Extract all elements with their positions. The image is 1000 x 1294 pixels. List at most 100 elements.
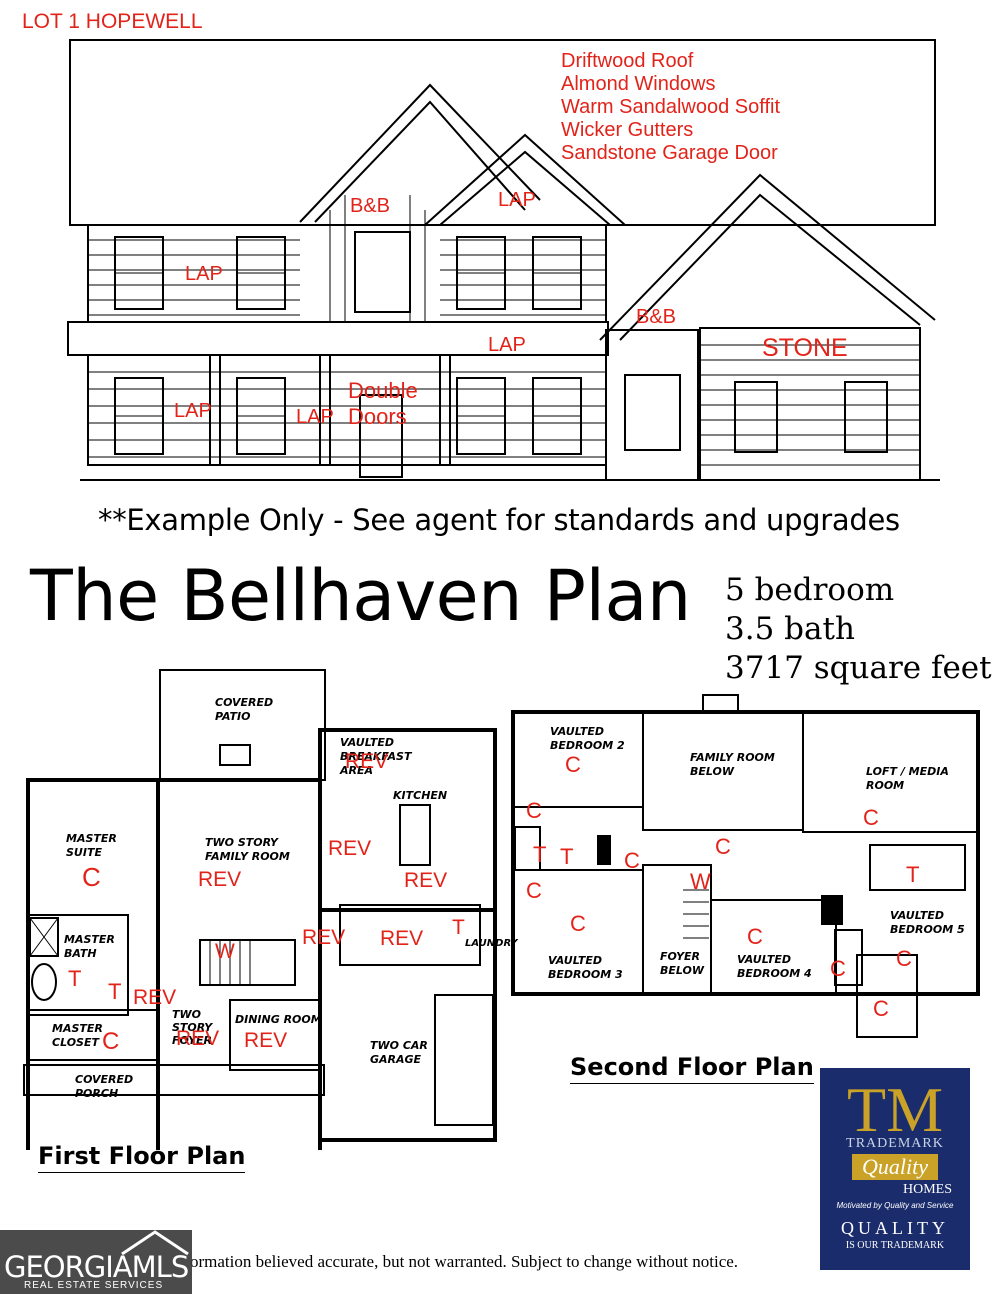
mark-master-bath-t2: T [108, 979, 122, 1004]
room-family-1: TWO STORY [205, 836, 279, 849]
room-master-closet-1: MASTER [52, 1022, 103, 1035]
room-breakfast-3: AREA [340, 764, 374, 777]
logo-is-our-trademark: IS OUR TRADEMARK [845, 1240, 945, 1251]
room-foyer-below-1: FOYER [660, 950, 701, 963]
room-garage-1: TWO CAR [370, 1039, 428, 1052]
mark-stair-w-2: W [690, 869, 711, 894]
room-foyer-below-2: BELOW [660, 964, 704, 977]
material-double-doors-line1: Double [348, 378, 418, 403]
room-family-below-1: FAMILY ROOM [690, 751, 775, 764]
room-breakfast-2: BREAKFAST [340, 750, 412, 763]
spec-windows: Almond Windows [561, 73, 716, 95]
mark-bath-b-t: T [560, 844, 574, 869]
spec-garage-door: Sandstone Garage Door [561, 142, 778, 164]
room-bedroom2-2: BEDROOM 2 [550, 739, 625, 752]
mark-pantry-rev: REV [302, 926, 346, 949]
mark-bed5-c: C [896, 946, 912, 971]
room-family-below-2: BELOW [690, 765, 734, 778]
logo-brand-trademark: TRADEMARK [846, 1136, 944, 1151]
mark-bed4-c2: C [830, 956, 846, 981]
mark-dining-rev: REV [244, 1029, 288, 1052]
room-garage-2: GARAGE [370, 1053, 422, 1066]
material-bb-2: B&B [636, 306, 677, 328]
mark-laundry-t: T [452, 916, 465, 939]
room-kitchen: KITCHEN [393, 789, 448, 802]
mark-breakfast-rev: REV [345, 750, 389, 773]
watermark-main: GEORGIAMLS [4, 1250, 189, 1284]
room-loft-2: ROOM [866, 779, 905, 792]
logo-brand-quality: Quality [852, 1154, 938, 1180]
logo-quality: QUALITY [841, 1218, 949, 1238]
room-bedroom4-1: VAULTED [737, 953, 792, 966]
room-bedroom3-2: BEDROOM 3 [548, 968, 623, 981]
mark-hall-c2: C [715, 834, 731, 859]
front-elevation-drawing [67, 39, 940, 481]
mark-stair-w: W [215, 940, 235, 963]
room-family-2: FAMILY ROOM [205, 850, 290, 863]
spec-roof: Driftwood Roof [561, 50, 694, 72]
mark-bed2-c: C [565, 752, 581, 777]
mark-bath5-t: T [906, 862, 920, 887]
room-bedroom5-2: BEDROOM 5 [890, 923, 965, 936]
mark-kitchen-rev: REV [404, 869, 448, 892]
disclaimer: **Example Only - See agent for standards… [98, 503, 900, 537]
trademark-homes-logo: TM TRADEMARK Quality HOMES Motivated by … [820, 1068, 970, 1270]
material-lap-upper: LAP [185, 263, 223, 285]
mark-kitchen-left-rev: REV [328, 837, 372, 860]
mark-bed4-c: C [747, 924, 763, 949]
mark-master-c: C [82, 862, 101, 892]
room-bedroom3-1: VAULTED [548, 954, 603, 967]
room-loft-1: LOFT / MEDIA [866, 765, 949, 778]
room-foyer-1: TWO [172, 1008, 201, 1021]
watermark-sub: REAL ESTATE SERVICES [24, 1280, 164, 1291]
mark-foyer-rev: REV [176, 1027, 220, 1050]
footer-disclaimer: ormation believed accurate, but not warr… [190, 1252, 739, 1271]
mark-closet5-c: C [873, 996, 889, 1021]
spec-gutters: Wicker Gutters [561, 119, 694, 141]
room-foyer-3: FOYER [172, 1034, 213, 1047]
mark-loft-c: C [863, 805, 879, 830]
mark-hall-rev: REV [133, 986, 177, 1009]
room-master-suite-1: MASTER [66, 832, 117, 845]
material-lap-porch: LAP [296, 406, 334, 428]
room-laundry: LAUNDRY [465, 938, 518, 949]
room-foyer-2: STORY [172, 1021, 213, 1034]
room-breakfast-1: VAULTED [340, 736, 395, 749]
material-lap-mid: LAP [488, 334, 526, 356]
stat-baths: 3.5 bath [725, 611, 855, 647]
logo-monogram: TM [847, 1074, 943, 1145]
room-bedroom5-1: VAULTED [890, 909, 945, 922]
material-lap-lower: LAP [174, 400, 212, 422]
spec-soffit: Warm Sandalwood Soffit [561, 96, 780, 118]
room-dining: DINING ROOM [235, 1013, 322, 1026]
material-double-doors-line2: Doors [348, 404, 407, 429]
room-bedroom4-2: BEDROOM 4 [737, 967, 812, 980]
room-covered-porch-1: COVERED [75, 1073, 134, 1086]
mark-closet-c: C [102, 1028, 120, 1055]
material-stone: STONE [762, 334, 848, 362]
room-master-bath-1: MASTER [64, 933, 115, 946]
room-master-bath-2: BATH [64, 947, 97, 960]
second-floor-title: Second Floor Plan [570, 1053, 814, 1084]
plan-name: The Bellhaven Plan [30, 555, 691, 637]
room-covered-patio-2: PATIO [215, 710, 251, 723]
georgiamls-watermark: GEORGIAMLS REAL ESTATE SERVICES [0, 1230, 192, 1294]
mark-bath-b-c: C [526, 878, 542, 903]
mark-bath-a-t: T [533, 842, 547, 867]
room-covered-porch-2: PORCH [75, 1087, 119, 1100]
material-bb-1: B&B [350, 195, 391, 217]
stat-bedrooms: 5 bedroom [725, 572, 895, 608]
room-master-suite-2: SUITE [66, 846, 102, 859]
room-covered-patio-1: COVERED [215, 696, 274, 709]
mark-family-rev: REV [198, 868, 242, 891]
logo-brand-homes: HOMES [902, 1182, 952, 1197]
mark-powder-rev: REV [380, 927, 424, 950]
room-bedroom2-1: VAULTED [550, 725, 605, 738]
roof-icon [121, 1230, 189, 1256]
first-floor-plan-drawing [23, 669, 497, 1150]
room-master-closet-2: CLOSET [52, 1036, 99, 1049]
mark-hall-c1: C [624, 848, 640, 873]
material-lap-gable: LAP [498, 189, 536, 211]
mark-bed3-c: C [570, 911, 586, 936]
logo-tagline: Motivated by Quality and Service [836, 1201, 954, 1210]
